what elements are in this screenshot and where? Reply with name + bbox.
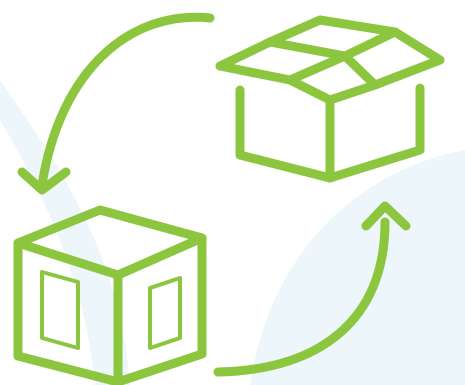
open-box-icon: [220, 20, 440, 178]
background-swoosh-right: [250, 150, 465, 385]
background-shapes: [0, 80, 465, 385]
cycle-arrow-top-icon: [22, 17, 210, 190]
